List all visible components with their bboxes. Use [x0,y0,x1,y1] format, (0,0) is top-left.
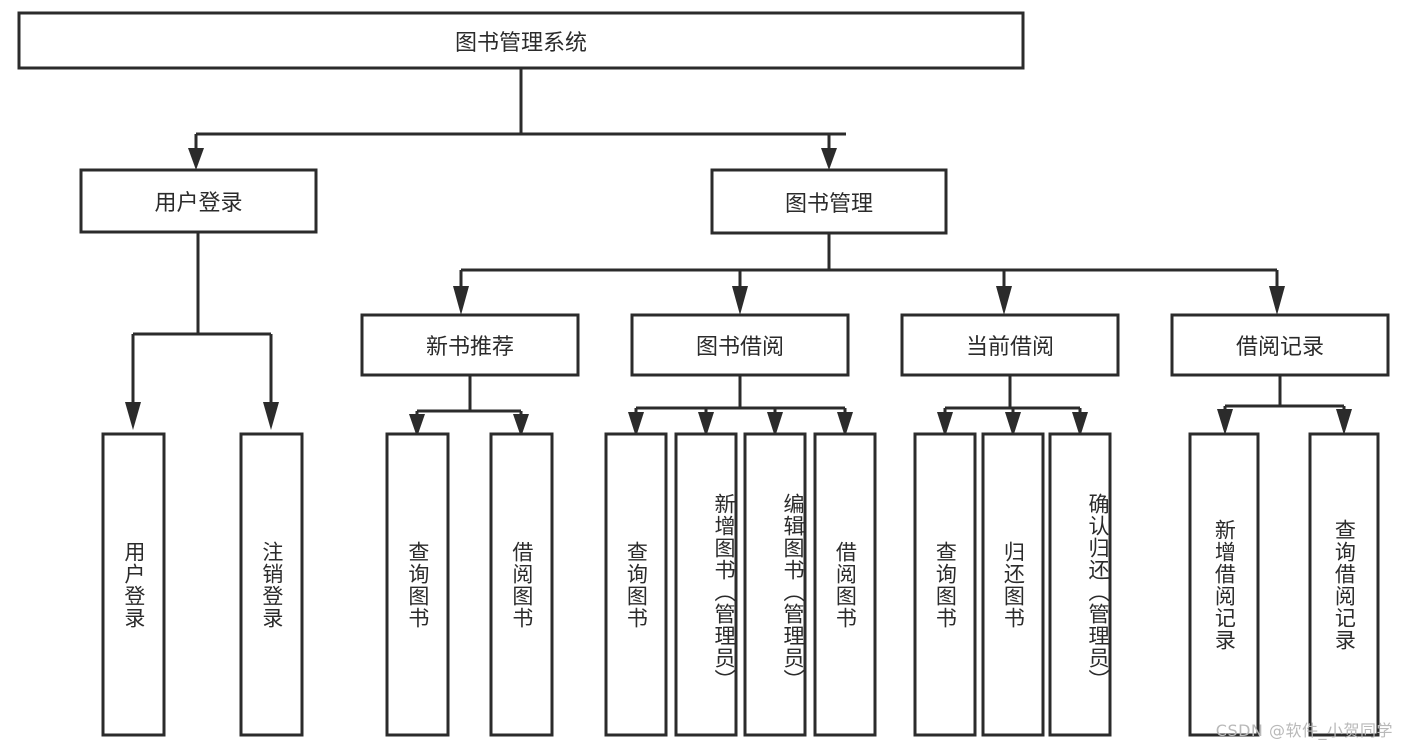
node-leaf-logout-box[interactable] [239,432,304,737]
arrow-to-leaf-query-book-2 [628,412,644,437]
node-leaf-add-book-box[interactable] [674,432,738,737]
node-root-box[interactable] [17,11,1025,70]
arrow-to-leaf-user-login [125,402,141,430]
node-borrow-record-box[interactable] [1170,313,1390,377]
arrow-to-book-borrow [732,286,748,315]
node-leaf-confirm-return-box[interactable] [1048,432,1112,737]
node-box-layer [17,11,1390,737]
arrow-to-leaf-return-book [1005,412,1021,437]
node-leaf-query-book-1-box[interactable] [385,432,450,737]
node-current-borrow-box[interactable] [900,313,1120,377]
arrow-to-leaf-borrow-book-1 [513,414,529,437]
arrow-to-leaf-confirm-return [1072,412,1088,437]
node-leaf-query-book-2-box[interactable] [604,432,668,737]
node-leaf-user-login-box[interactable] [101,432,166,737]
arrow-to-leaf-add-book [698,412,714,437]
arrow-to-leaf-query-book-1 [409,414,425,437]
node-leaf-return-book-box[interactable] [981,432,1045,737]
arrow-to-borrow-record [1269,286,1285,315]
arrow-to-current-borrow [996,286,1012,315]
arrow-to-leaf-logout [263,402,279,430]
arrow-to-leaf-add-record [1217,409,1233,435]
arrow-to-leaf-query-record [1336,409,1352,435]
node-leaf-borrow-book-1-box[interactable] [489,432,554,737]
connector-layer [125,68,1352,437]
node-leaf-edit-book-box[interactable] [743,432,807,737]
arrow-to-leaf-borrow-book-2 [837,412,853,437]
node-leaf-query-record-box[interactable] [1308,432,1380,737]
node-user-login-box[interactable] [79,168,318,234]
arrow-to-new-book-recommend [453,286,469,315]
arrow-to-book-management [821,148,837,170]
node-leaf-borrow-book-2-box[interactable] [813,432,877,737]
arrow-to-user-login [188,148,204,170]
node-new-book-recommend-box[interactable] [360,313,580,377]
node-leaf-query-book-3-box[interactable] [913,432,977,737]
arrow-to-leaf-edit-book [767,412,783,437]
node-book-management-box[interactable] [710,168,948,235]
watermark-text: CSDN @软件_小贺同学 [1215,721,1393,740]
arrow-to-leaf-query-book-3 [937,412,953,437]
node-book-borrow-box[interactable] [630,313,850,377]
node-leaf-add-record-box[interactable] [1188,432,1260,737]
